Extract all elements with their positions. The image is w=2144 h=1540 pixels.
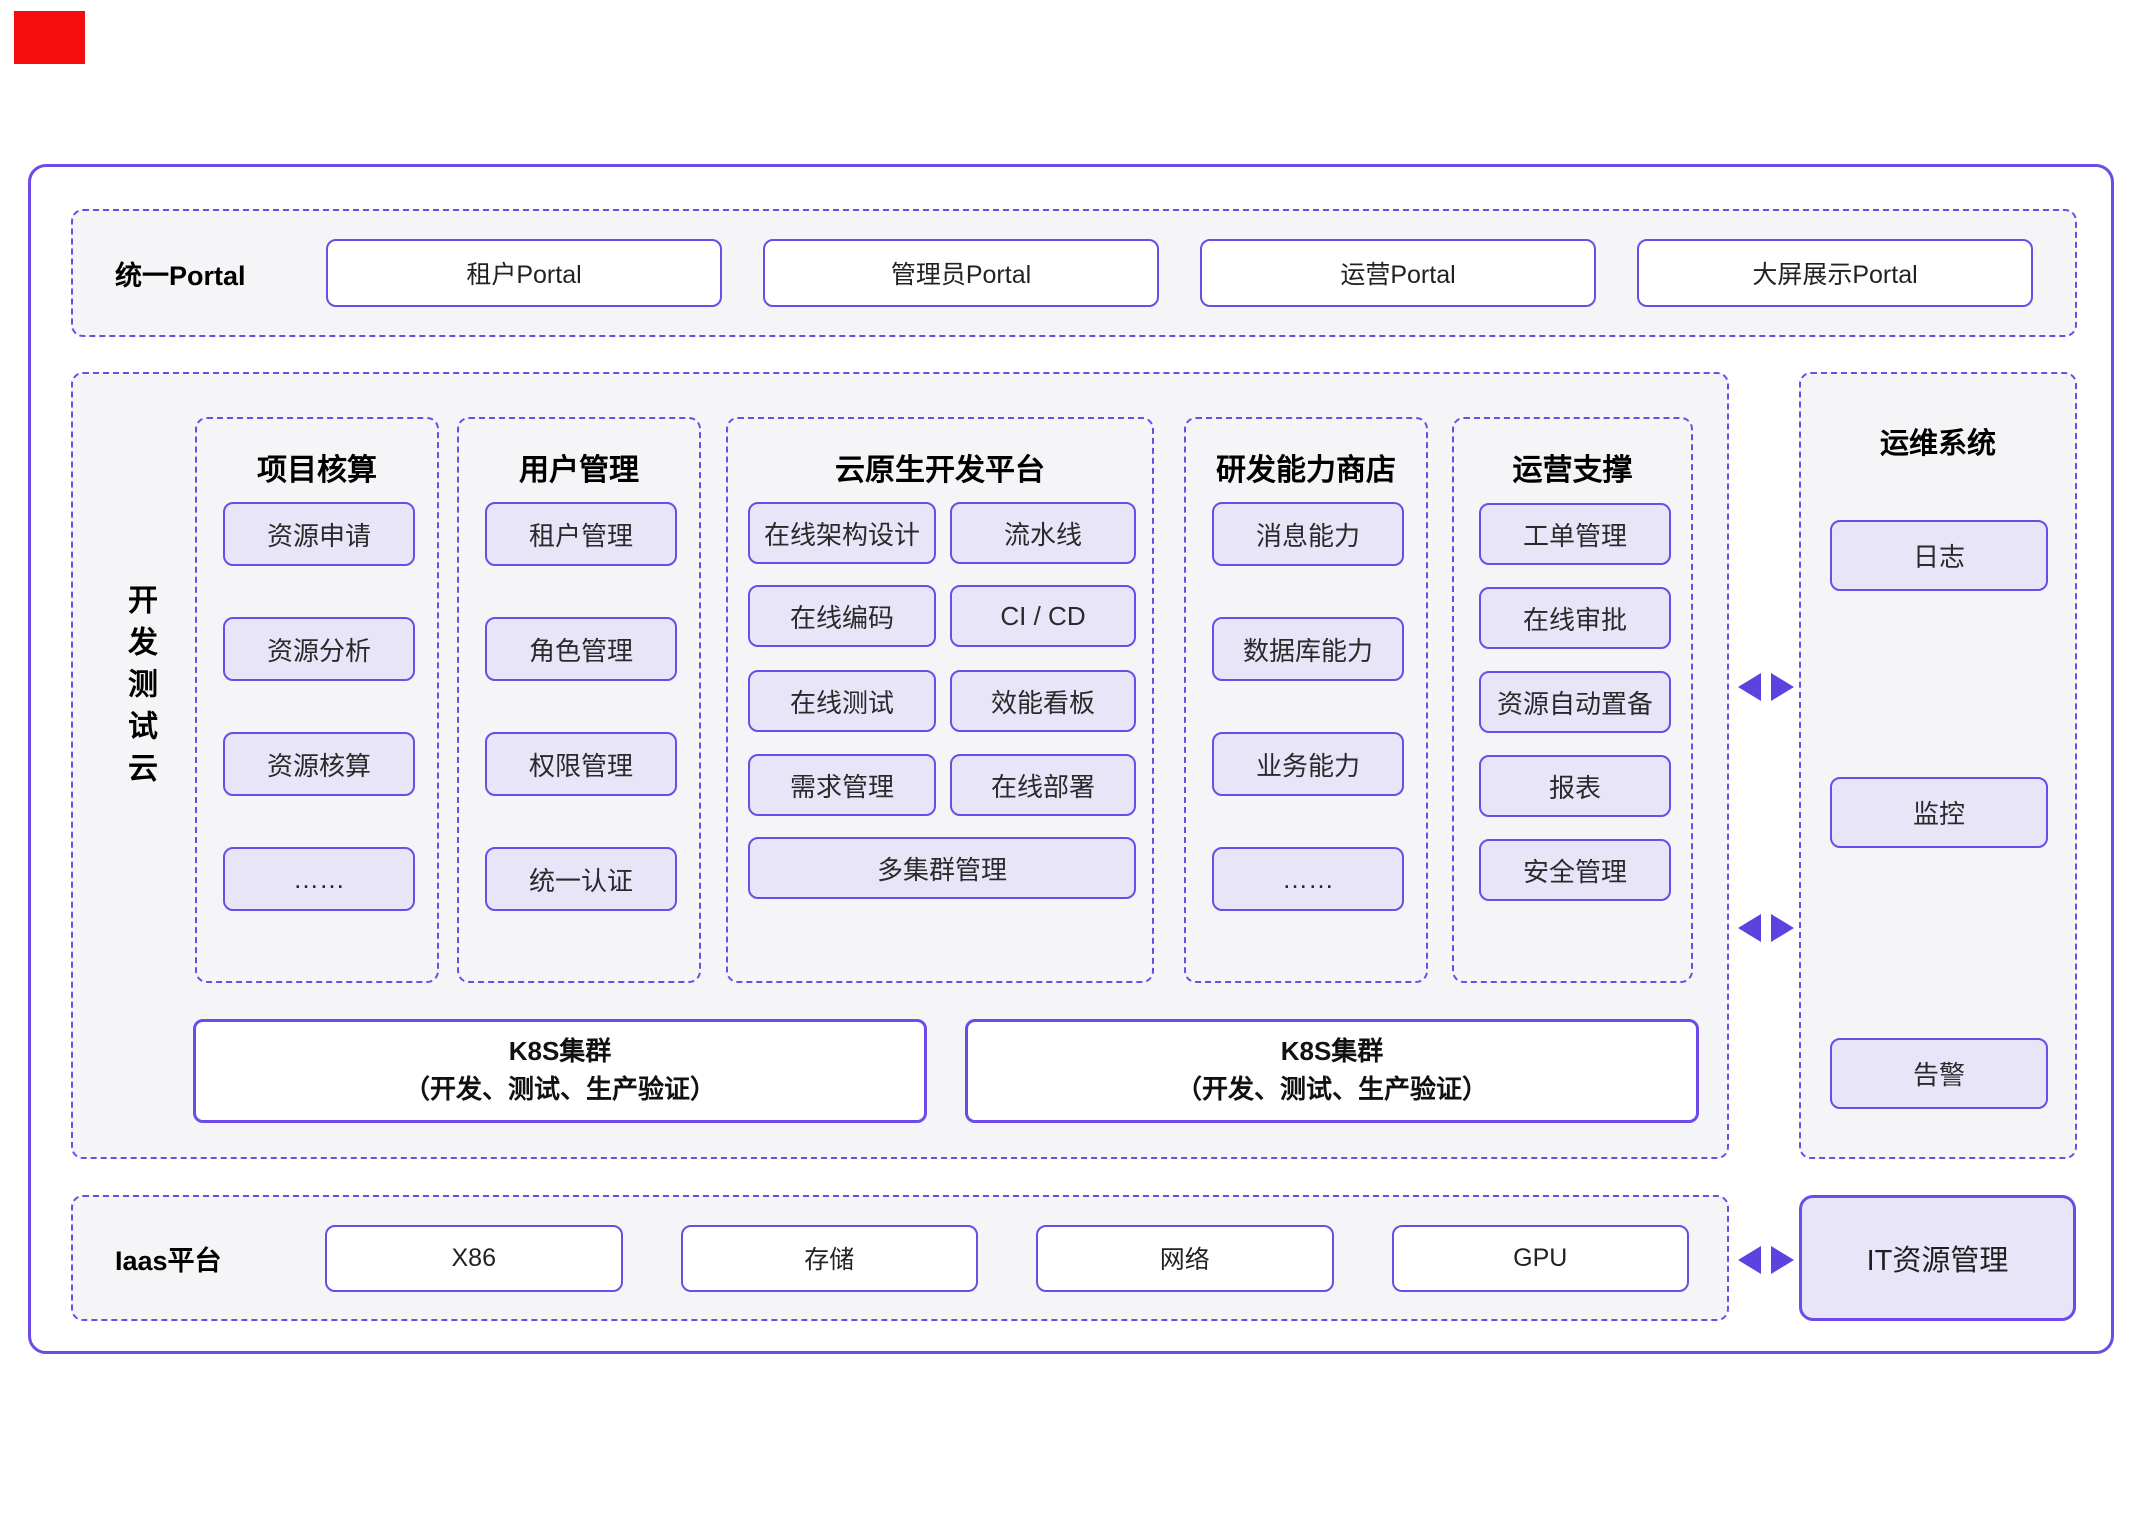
column-title: 云原生开发平台	[835, 454, 1045, 487]
ops-chip-alerts: 告警	[1830, 1038, 2048, 1109]
feature-chip: 安全管理	[1479, 839, 1671, 901]
arrow-right-icon	[1771, 1246, 1794, 1274]
feature-chip: 流水线	[950, 502, 1136, 564]
feature-chip: 在线部署	[950, 754, 1136, 816]
feature-chip-ellipsis: ……	[1212, 847, 1404, 911]
red-marker	[14, 11, 85, 64]
feature-chip: 资源自动置备	[1479, 671, 1671, 733]
k8s-cluster-subtitle: （开发、测试、生产验证）	[403, 1074, 716, 1104]
feature-chip: 业务能力	[1212, 732, 1404, 796]
feature-chip: 需求管理	[748, 754, 936, 816]
ops-system-panel: 运维系统 日志 监控 告警	[1799, 372, 2077, 1159]
feature-chip: 效能看板	[950, 670, 1136, 732]
arrow-right-icon	[1771, 914, 1794, 942]
ops-chip-monitoring: 监控	[1830, 777, 2048, 848]
column-cloud-native-platform: 云原生开发平台 在线架构设计 流水线 在线编码 CI / CD 在线测试 效能看…	[726, 417, 1154, 983]
operation-portal-box: 运营Portal	[1200, 239, 1596, 307]
feature-chip: 工单管理	[1479, 503, 1671, 565]
column-user-management: 用户管理 租户管理 角色管理 权限管理 统一认证	[457, 417, 701, 983]
main-container: 统一Portal 租户Portal 管理员Portal 运营Portal 大屏展…	[28, 164, 2114, 1354]
k8s-cluster-box: K8S集群 （开发、测试、生产验证）	[965, 1019, 1699, 1123]
feature-chip: 租户管理	[485, 502, 677, 566]
feature-chip-wide: 多集群管理	[748, 837, 1136, 899]
iaas-section: Iaas平台 X86 存储 网络 GPU	[71, 1195, 1729, 1321]
iaas-box-network: 网络	[1036, 1224, 1334, 1292]
k8s-cluster-title: K8S集群	[1280, 1036, 1384, 1067]
feature-chip: 角色管理	[485, 617, 677, 681]
column-project-accounting: 项目核算 资源申请 资源分析 资源核算 ……	[195, 417, 439, 983]
feature-chip-ellipsis: ……	[223, 847, 415, 911]
arrow-left-icon	[1738, 673, 1761, 701]
admin-portal-box: 管理员Portal	[763, 239, 1159, 307]
arrow-left-icon	[1738, 914, 1761, 942]
k8s-cluster-box: K8S集群 （开发、测试、生产验证）	[193, 1019, 927, 1123]
bidirectional-arrow-icon	[1738, 1246, 1794, 1274]
column-title: 项目核算	[257, 454, 377, 487]
iaas-box-gpu: GPU	[1391, 1224, 1689, 1292]
feature-chip: 消息能力	[1212, 502, 1404, 566]
bigscreen-portal-box: 大屏展示Portal	[1637, 239, 2033, 307]
feature-chip: 统一认证	[485, 847, 677, 911]
portal-section-title: 统一Portal	[115, 260, 246, 291]
feature-chip: 在线编码	[748, 585, 936, 647]
k8s-cluster-title: K8S集群	[508, 1036, 612, 1067]
feature-chip: 在线架构设计	[748, 502, 936, 564]
iaas-section-title: Iaas平台	[115, 1245, 222, 1276]
feature-chip: 在线测试	[748, 670, 936, 732]
dev-test-cloud-section: 开发测试云 项目核算 资源申请 资源分析 资源核算 …… 用户管理 租户管理 角…	[71, 372, 1729, 1159]
feature-chip: 数据库能力	[1212, 617, 1404, 681]
column-operation-support: 运营支撑 工单管理 在线审批 资源自动置备 报表 安全管理	[1452, 417, 1693, 983]
k8s-cluster-subtitle: （开发、测试、生产验证）	[1175, 1074, 1488, 1104]
dev-test-cloud-label: 开发测试云	[123, 584, 156, 794]
iaas-box-storage: 存储	[680, 1224, 978, 1292]
arrow-right-icon	[1771, 673, 1794, 701]
it-resource-box: IT资源管理	[1799, 1195, 2076, 1321]
iaas-box-x86: X86	[325, 1224, 623, 1292]
feature-chip: 报表	[1479, 755, 1671, 817]
feature-chip: 资源核算	[223, 732, 415, 796]
ops-system-title: 运维系统	[1879, 428, 1996, 460]
column-title: 研发能力商店	[1216, 454, 1396, 487]
tenant-portal-box: 租户Portal	[326, 239, 722, 307]
feature-chip: 资源申请	[223, 502, 415, 566]
column-title: 用户管理	[519, 454, 639, 487]
column-capability-store: 研发能力商店 消息能力 数据库能力 业务能力 ……	[1184, 417, 1428, 983]
feature-chip: 权限管理	[485, 732, 677, 796]
bidirectional-arrow-icon	[1738, 673, 1794, 701]
ops-chip-logs: 日志	[1830, 520, 2048, 591]
feature-chip: CI / CD	[950, 585, 1136, 647]
portal-section: 统一Portal 租户Portal 管理员Portal 运营Portal 大屏展…	[71, 209, 2077, 337]
bidirectional-arrow-icon	[1738, 914, 1794, 942]
feature-chip: 资源分析	[223, 617, 415, 681]
arrow-left-icon	[1738, 1246, 1761, 1274]
column-title: 运营支撑	[1512, 454, 1633, 487]
feature-chip: 在线审批	[1479, 587, 1671, 649]
